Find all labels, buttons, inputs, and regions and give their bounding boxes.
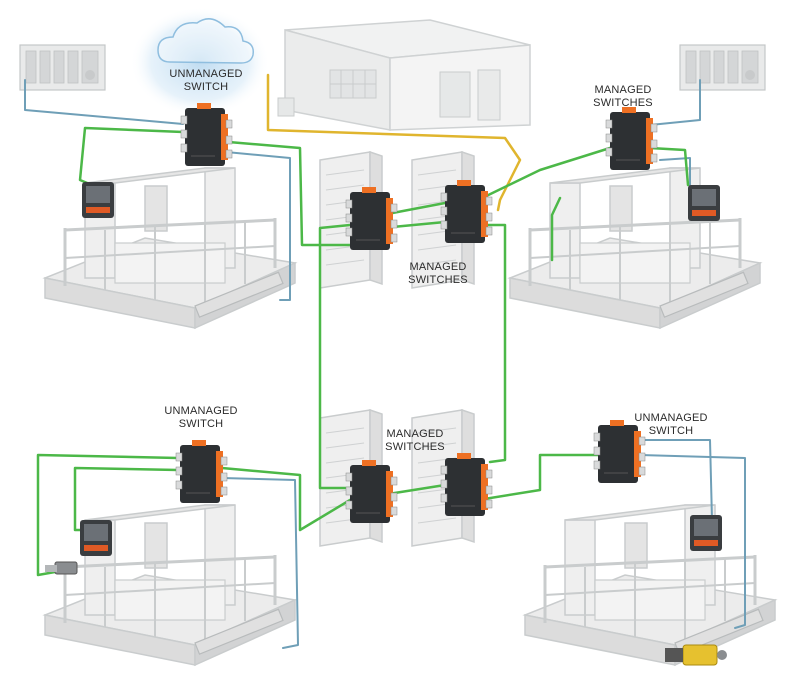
network-cable	[476, 453, 600, 502]
hmi-panel-icon	[80, 520, 112, 556]
label-line: SWITCHES	[385, 441, 445, 453]
label-line: UNMANAGED	[164, 405, 238, 417]
label-line: SWITCH	[183, 81, 229, 93]
managed-switches-label: MANAGED SWITCHES	[395, 261, 481, 287]
label-line: SWITCH	[178, 418, 224, 430]
fiber-cable	[204, 149, 291, 301]
label-line: SWITCH	[648, 425, 694, 437]
label-line: UNMANAGED	[634, 412, 708, 424]
industrial-switch-icon	[605, 106, 658, 171]
control-building-icon	[277, 19, 531, 131]
label-line: MANAGED	[409, 261, 467, 273]
unmanaged-switch-label: UNMANAGED SWITCH	[158, 405, 244, 431]
cnc-machine-icon	[508, 166, 762, 330]
fiber-cable	[639, 439, 713, 521]
hmi-panel-icon	[82, 182, 114, 218]
managed-switches-label: MANAGED SWITCHES	[580, 84, 666, 110]
label-line: MANAGED	[594, 84, 652, 96]
network-cable	[203, 138, 352, 247]
network-cable	[36, 453, 180, 577]
unmanaged-switch-label: UNMANAGED SWITCH	[628, 412, 714, 438]
camera-icon	[45, 561, 78, 575]
industrial-switch-icon	[440, 179, 493, 244]
network-cable	[476, 223, 507, 464]
fiber-cable	[221, 477, 299, 649]
network-cable	[220, 466, 352, 532]
control-cable	[266, 73, 522, 212]
industrial-switch-icon	[175, 439, 228, 504]
motor-icon	[665, 644, 727, 666]
industrial-switch-icon	[440, 452, 493, 517]
plc-rack-icon	[19, 44, 106, 91]
cloud-icon	[130, 7, 270, 117]
label-line: SWITCHES	[593, 97, 653, 109]
managed-switches-label: MANAGED SWITCHES	[372, 428, 458, 454]
label-line: SWITCHES	[408, 274, 468, 286]
cnc-machine-icon	[523, 503, 777, 667]
industrial-switch-icon	[345, 459, 398, 524]
fiber-cable	[639, 454, 746, 629]
unmanaged-switch-label: UNMANAGED SWITCH	[163, 68, 249, 94]
network-cable	[648, 146, 690, 187]
fiber-cable	[659, 157, 691, 191]
network-cable	[550, 196, 562, 262]
hmi-panel-icon	[688, 185, 720, 221]
industrial-switch-icon	[180, 102, 233, 167]
plc-rack-icon	[679, 44, 766, 91]
fiber-cable	[24, 79, 184, 125]
label-line: UNMANAGED	[169, 68, 243, 80]
label-line: MANAGED	[386, 428, 444, 440]
fiber-cable	[649, 79, 701, 126]
network-cable	[476, 146, 612, 202]
hmi-panel-icon	[690, 515, 722, 551]
network-cable	[318, 223, 352, 490]
industrial-switch-icon	[345, 186, 398, 251]
